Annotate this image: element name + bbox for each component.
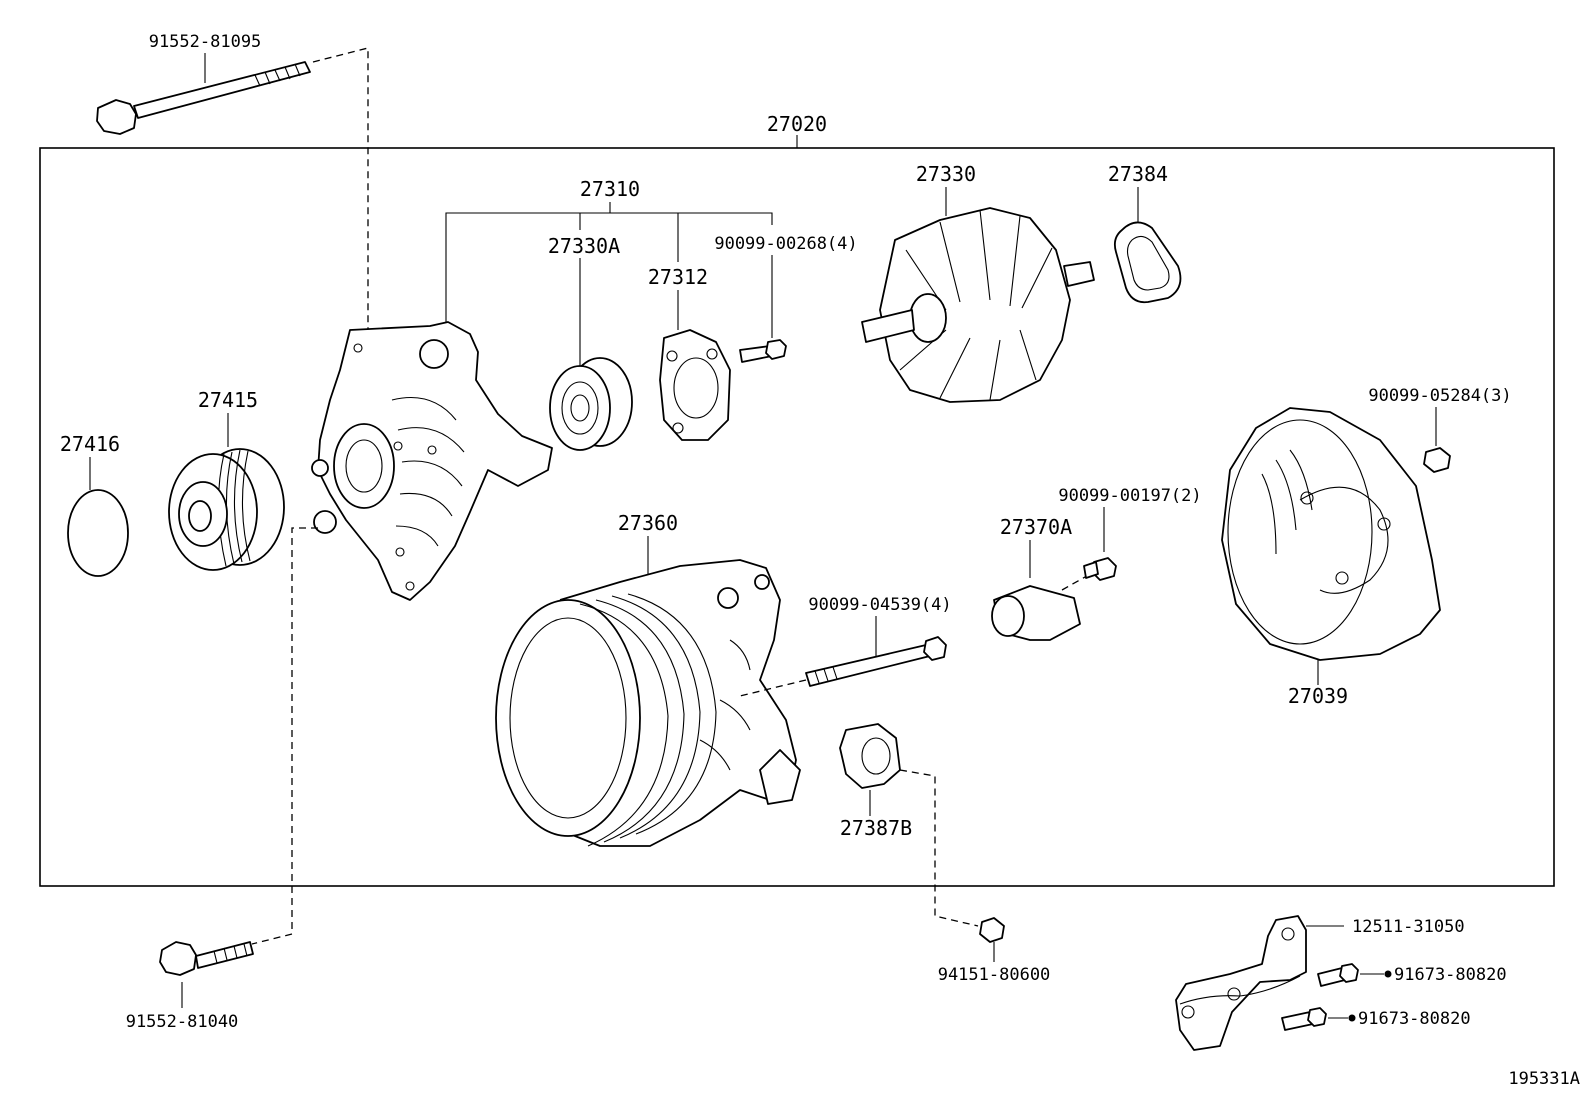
bearing-part[interactable]: 27330A: [548, 234, 633, 451]
bolt-top-part[interactable]: 91552-81095: [96, 32, 431, 366]
label-bolt-bracket-b[interactable]: 91673-80820: [1358, 1009, 1471, 1029]
label-insulator[interactable]: 27384: [1108, 162, 1168, 186]
rotor-part[interactable]: 27330: [861, 162, 1095, 403]
label-bolt-bottom[interactable]: 91552-81040: [126, 1012, 239, 1032]
label-bolt-top[interactable]: 91552-81095: [149, 32, 262, 52]
bolt-through-part[interactable]: 90099-04539(4): [739, 595, 952, 697]
label-rear-frame[interactable]: 27360: [618, 511, 678, 535]
nut-terminal-part[interactable]: 94151-80600: [938, 917, 1051, 985]
label-screw-holder[interactable]: 90099-00197(2): [1058, 486, 1201, 506]
rear-frame-part[interactable]: 27360: [495, 511, 801, 847]
label-rear-cover[interactable]: 27039: [1288, 684, 1348, 708]
label-terminal-insulator[interactable]: 27387B: [840, 816, 912, 840]
pulley-part[interactable]: 27415: [168, 388, 285, 571]
label-frame-set[interactable]: 27310: [580, 177, 640, 201]
bolt-bottom-part[interactable]: 91552-81040: [126, 527, 318, 1032]
label-holder[interactable]: 27370A: [1000, 515, 1072, 539]
screw-holder-part[interactable]: 90099-00197(2): [1058, 486, 1202, 581]
label-nut-terminal[interactable]: 94151-80600: [938, 965, 1051, 985]
figure-id: 195331A: [1508, 1069, 1580, 1089]
cap-part[interactable]: 27416: [60, 432, 129, 577]
label-pulley[interactable]: 27415: [198, 388, 258, 412]
label-bolt-bracket-a[interactable]: 91673-80820: [1394, 965, 1507, 985]
screw-retainer-part[interactable]: 90099-00268(4): [714, 234, 858, 363]
nut-cover-part[interactable]: 90099-05284(3): [1368, 386, 1512, 473]
label-assembly[interactable]: 27020: [767, 112, 827, 136]
label-cap[interactable]: 27416: [60, 432, 120, 456]
frame-set-callout[interactable]: 27310: [445, 177, 773, 322]
label-rotor[interactable]: 27330: [916, 162, 976, 186]
rear-cover-part[interactable]: 27039: [1221, 407, 1441, 708]
label-screw-retainer[interactable]: 90099-00268(4): [714, 234, 857, 254]
bolt-bracket-b-part[interactable]: 91673-80820: [1281, 1007, 1471, 1031]
insulator-part[interactable]: 27384: [1108, 162, 1182, 304]
label-bracket[interactable]: 12511-31050: [1352, 917, 1465, 937]
front-frame-part[interactable]: [311, 321, 553, 601]
label-retainer[interactable]: 27312: [648, 265, 708, 289]
bolt-bracket-a-part[interactable]: 91673-80820: [1317, 963, 1507, 987]
label-nut-cover[interactable]: 90099-05284(3): [1368, 386, 1511, 406]
label-bearing[interactable]: 27330A: [548, 234, 620, 258]
label-bolt-through[interactable]: 90099-04539(4): [808, 595, 951, 615]
bracket-part[interactable]: 12511-31050: [1175, 915, 1465, 1051]
terminal-insulator-part[interactable]: 27387B: [839, 723, 979, 927]
holder-part[interactable]: 27370A: [991, 515, 1095, 641]
retainer-part[interactable]: 27312: [648, 265, 731, 441]
